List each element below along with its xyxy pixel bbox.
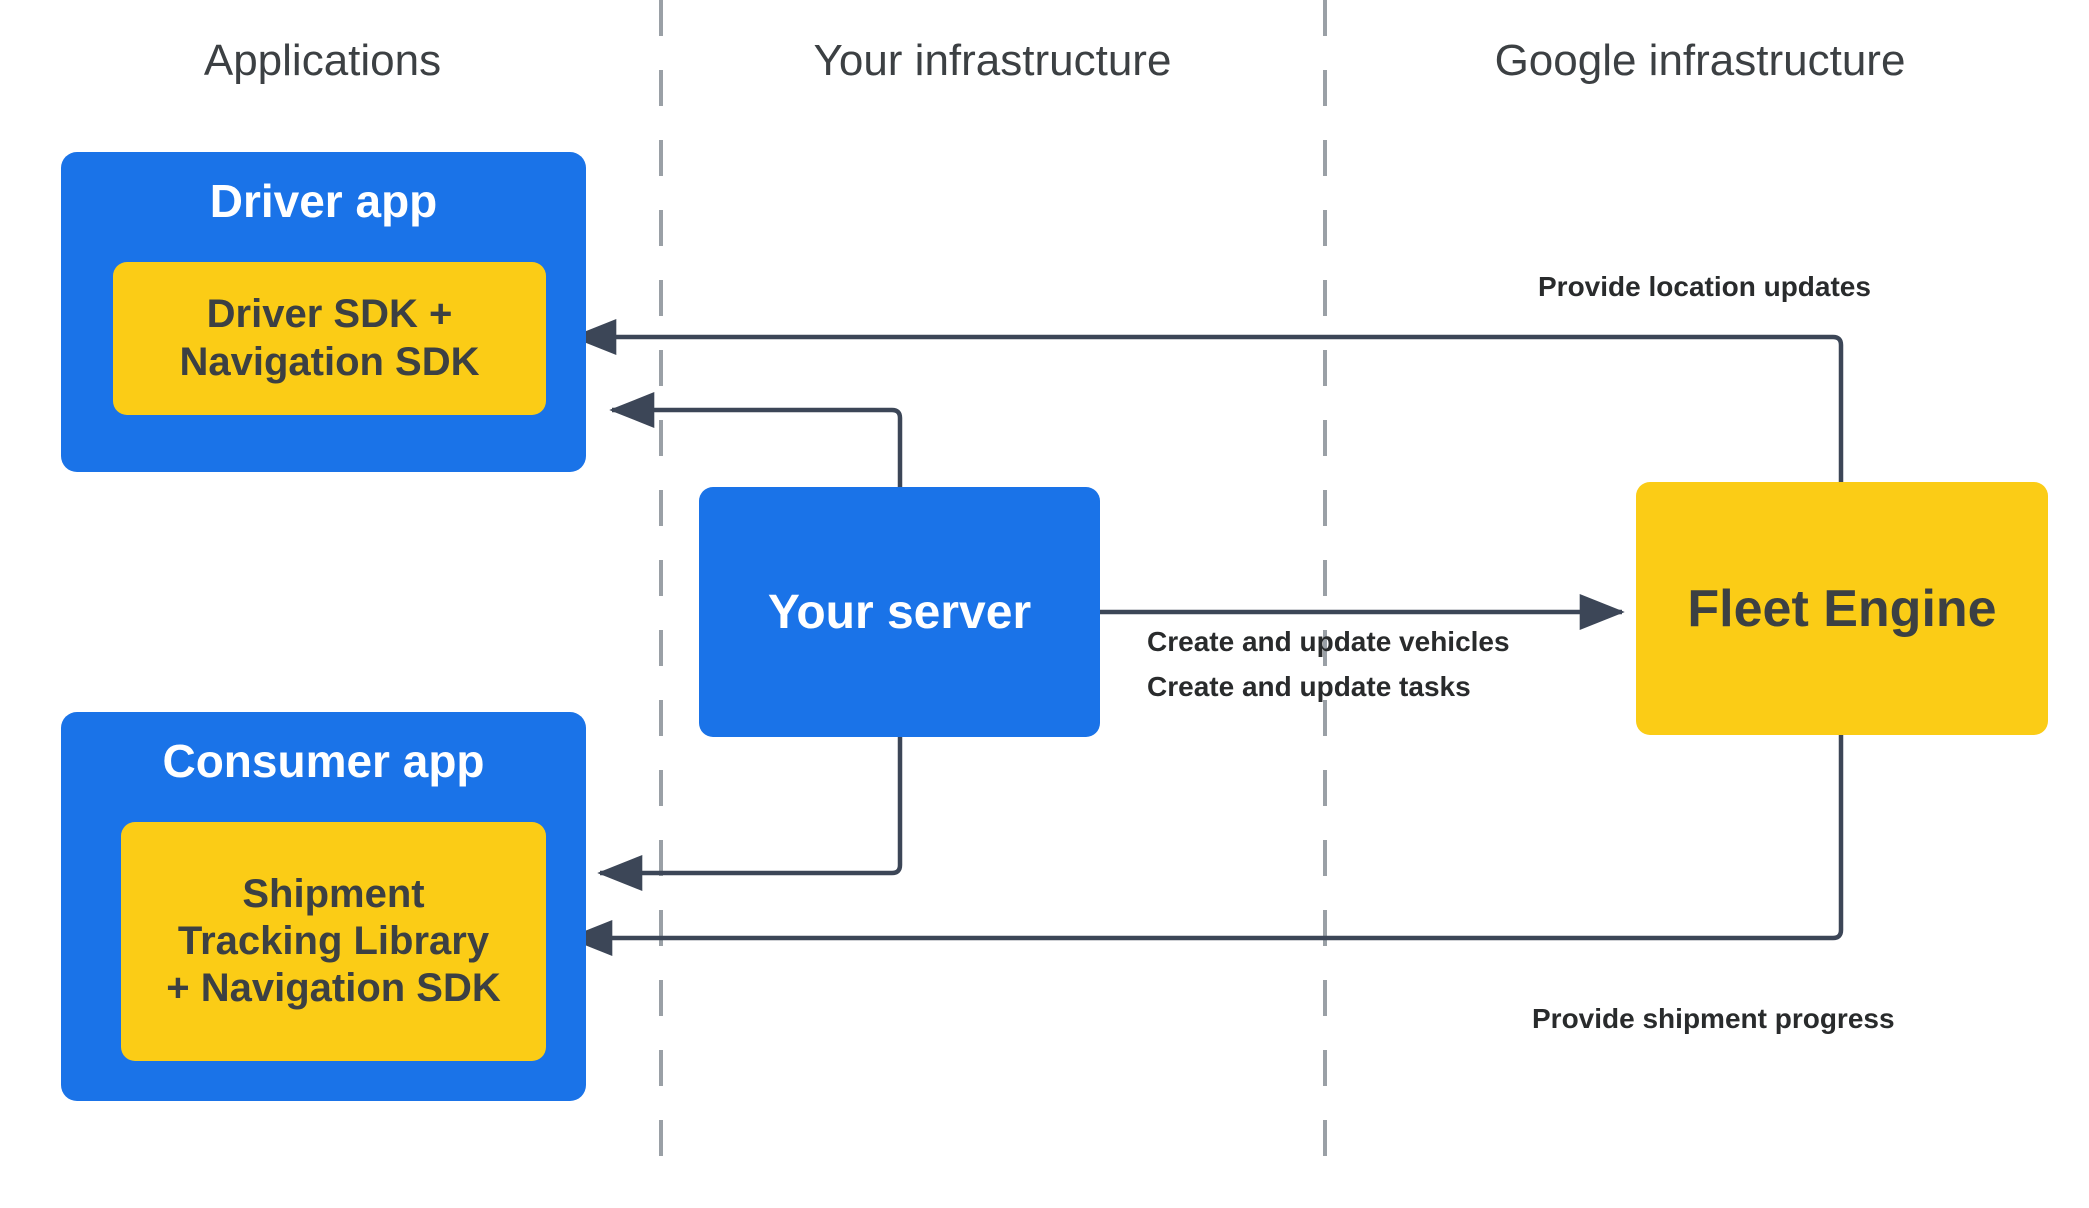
driver-sdk-box[interactable]: Driver SDK + Navigation SDK <box>113 262 546 415</box>
column-header-your-infrastructure: Your infrastructure <box>813 36 1172 85</box>
your-server-box[interactable]: Your server <box>699 487 1100 737</box>
edge-label-create-update-vehicles: Create and update vehicles <box>1147 626 1510 657</box>
consumer-sdk-line-3: + Navigation SDK <box>166 966 501 1011</box>
edge-label-create-update-tasks: Create and update tasks <box>1147 671 1471 702</box>
driver-sdk-line-1: Driver SDK + <box>206 292 453 337</box>
consumer-sdk-line-1: Shipment <box>242 871 425 916</box>
edge-location-updates <box>571 319 1844 482</box>
column-header-google-infrastructure: Google infrastructure <box>1494 36 1906 85</box>
consumer-app-title: Consumer app <box>162 735 485 787</box>
consumer-sdk-line-2: Tracking Library <box>177 918 490 963</box>
consumer-sdk-box[interactable]: Shipment Tracking Library + Navigation S… <box>121 822 546 1061</box>
fleet-engine-box[interactable]: Fleet Engine <box>1636 482 2048 735</box>
edge-server-to-driver <box>609 392 903 487</box>
driver-app-box[interactable]: Driver app Driver SDK + Navigation SDK <box>61 152 586 472</box>
edge-label-location-updates: Provide location updates <box>1538 271 1871 302</box>
consumer-app-box[interactable]: Consumer app Shipment Tracking Library +… <box>61 712 586 1101</box>
driver-app-title: Driver app <box>209 175 438 227</box>
driver-sdk-line-2: Navigation SDK <box>179 339 480 384</box>
edge-server-to-consumer <box>597 737 903 891</box>
edge-label-shipment-progress: Provide shipment progress <box>1532 1003 1895 1034</box>
column-header-applications: Applications <box>203 36 442 85</box>
edge-shipment-progress <box>567 735 1844 956</box>
